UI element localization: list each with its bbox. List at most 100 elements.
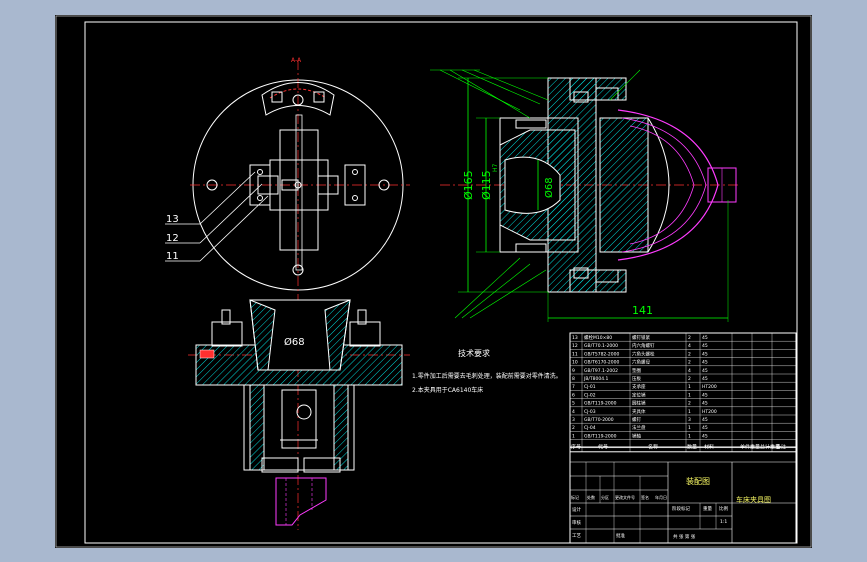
- dim-length-141: 141: [632, 304, 653, 317]
- stage-label: 阶段标记: [672, 505, 690, 512]
- bom-cell: 13: [572, 335, 578, 341]
- bom-cell: 内六角螺钉: [632, 342, 655, 349]
- bom-cell: 10: [572, 360, 578, 366]
- bom-cell: 45: [702, 425, 708, 431]
- bom-cell: 压板: [632, 375, 641, 382]
- bottom-dim-diameter-68: Ø68: [284, 336, 305, 348]
- bom-cell: 1: [688, 433, 691, 439]
- drawing-border: [84, 21, 798, 544]
- bom-cell: 1: [688, 392, 691, 398]
- bom-cell: CJ-02: [584, 392, 596, 398]
- leader-label-13: 13: [166, 214, 179, 225]
- bom-cell: 45: [702, 401, 708, 407]
- bom-cell: HT200: [702, 384, 717, 390]
- title-block-role: 批准: [616, 532, 625, 539]
- bom-cell: 4: [572, 409, 575, 415]
- bom-cell: 4: [688, 343, 691, 349]
- dim-diameter-115: Ø115: [480, 170, 493, 200]
- bom-cell: 螺钉锁紧: [632, 334, 650, 341]
- bom-cell: 螺栓M10×80: [584, 334, 612, 341]
- title-block-roles: 设计审核工艺批准: [572, 506, 625, 539]
- dim-diameter-165: Ø165: [462, 170, 475, 200]
- bom-cell: GB/T119-2000: [584, 401, 617, 407]
- bom-cell: 4: [688, 368, 691, 374]
- scale-label: 比例: [719, 505, 728, 512]
- notes-line-1: 1.零件加工后需要去毛刺处理，装配前需要对零件清洗。: [412, 372, 562, 380]
- bom-cell: CJ-01: [584, 384, 596, 390]
- section-mark: A-A: [291, 57, 302, 64]
- bom-cell: 45: [702, 417, 708, 423]
- title-block-label: 处数: [587, 494, 595, 500]
- leader-label-11: 11: [166, 251, 179, 262]
- title-block-label: 年月日: [655, 494, 667, 500]
- scale-value: 1:1: [720, 519, 727, 525]
- title-block-label: 分区: [601, 494, 609, 500]
- drawing-paper: [55, 15, 812, 548]
- bom-cell: 6: [572, 392, 575, 398]
- bom-cell: 45: [702, 433, 708, 439]
- bom-cell: 法兰盘: [632, 424, 646, 431]
- bom-cell: 9: [572, 368, 575, 374]
- bom-cell: GB/T119-2000: [584, 433, 617, 439]
- bom-cell: GB/T70.1-2000: [584, 343, 618, 349]
- bom-cell: 夹具体: [632, 408, 646, 415]
- notes-line-2: 2.本夹具用于CA6140车床: [412, 386, 483, 394]
- bom-cell: 垫圈: [632, 367, 641, 374]
- bom-cell: GB/T70-2000: [584, 417, 614, 423]
- front-view: [165, 60, 410, 295]
- title-block-role: 设计: [572, 506, 581, 513]
- bom-cell: 3: [572, 417, 575, 423]
- bom-cell: JB/T8004.1: [583, 376, 609, 382]
- weight-label: 重量: [703, 505, 712, 512]
- title-block: [569, 446, 797, 544]
- bom-cell: CJ-03: [584, 409, 596, 415]
- bom-cell: 1: [688, 425, 691, 431]
- bom-cell: 1: [572, 433, 575, 439]
- bom-cell: 45: [702, 376, 708, 382]
- bom-cell: GB/T97.1-2002: [584, 368, 618, 374]
- title-block-label: 标记: [571, 494, 579, 500]
- part-name: 车床夹具图: [736, 495, 771, 504]
- bom-cell: HT200: [702, 409, 717, 415]
- sheet-count: 共 张 第 张: [673, 533, 696, 540]
- bom-cell: 销轴: [632, 432, 641, 439]
- bottom-view: [188, 295, 410, 530]
- bom-cell: GB/T5782-2000: [584, 351, 620, 357]
- drawing-name: 装配图: [686, 476, 710, 486]
- bom-cell: GB/T6170-2000: [584, 360, 620, 366]
- bom-cell: 45: [702, 392, 708, 398]
- bom-cell: 六角螺母: [632, 359, 650, 366]
- bom-cell: 螺钉: [632, 416, 641, 423]
- bom-cell: 2: [572, 425, 575, 431]
- bom-cell: 45: [702, 343, 708, 349]
- bom-cell: 7: [572, 384, 575, 390]
- bom-cell: 45: [702, 351, 708, 357]
- dim-diameter-68: Ø68: [543, 177, 555, 198]
- bom-cell: 8: [572, 376, 575, 382]
- bom-cell: 45: [702, 360, 708, 366]
- bom-cell: CJ-04: [584, 425, 596, 431]
- paper-edge: [55, 15, 812, 548]
- bom-cell: 六角头螺栓: [632, 350, 655, 357]
- title-block-labels: 标记 处数分区更改文件号签名年月日: [571, 494, 667, 500]
- bom-cell: 1: [688, 409, 691, 415]
- bom-cell: 1: [688, 384, 691, 390]
- bom-cell: 定位销: [632, 391, 646, 398]
- bom-cell: 5: [572, 401, 575, 407]
- section-view: [430, 69, 740, 322]
- bom-cell: 45: [702, 335, 708, 341]
- bom-cell: 2: [688, 360, 691, 366]
- title-block-label: 签名: [641, 494, 649, 500]
- title-block-role: 审核: [572, 519, 581, 526]
- notes-title: 技术要求: [458, 348, 490, 358]
- bom-cell: 2: [688, 335, 691, 341]
- bom-cell: 支承座: [632, 383, 646, 390]
- bom-cell: 2: [688, 401, 691, 407]
- bom-cell: 2: [688, 376, 691, 382]
- dim-tolerance: H7: [492, 163, 499, 172]
- title-block-label: 更改文件号: [615, 494, 635, 500]
- bom-cell: 11: [572, 351, 578, 357]
- bom-cell: 45: [702, 368, 708, 374]
